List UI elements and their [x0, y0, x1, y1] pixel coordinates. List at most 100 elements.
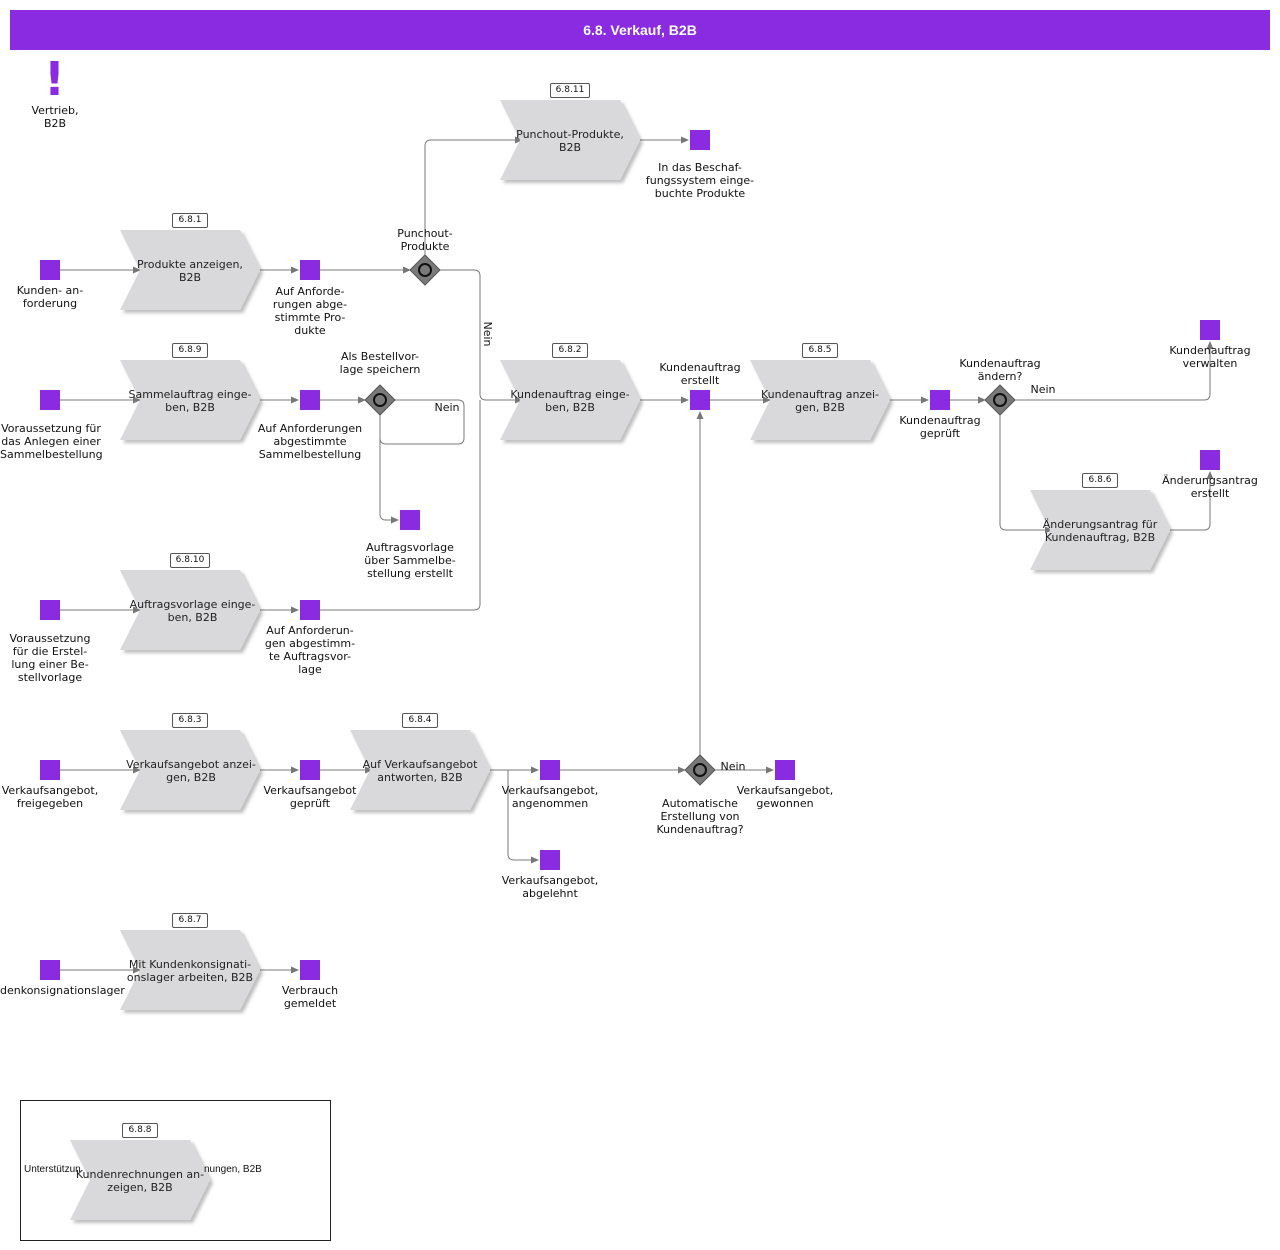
event-square[interactable]	[300, 260, 320, 280]
process-6-8-6-shape	[1030, 490, 1170, 570]
event-square[interactable]	[930, 390, 950, 410]
process-tag: 6.8.8	[122, 1123, 158, 1138]
process-6-8-2-shape	[500, 360, 640, 440]
event-label: Verkaufsangebot, angenommen	[501, 784, 599, 810]
event-label: denkonsignationslager	[0, 984, 125, 997]
event-label: Kundenauftrag erstellt	[659, 361, 741, 387]
process-label[interactable]: Sammelauftrag einge- ben, B2B	[128, 388, 252, 414]
gateway-label: Kundenauftrag ändern?	[959, 357, 1041, 383]
flow-label-nein: Nein	[434, 401, 460, 414]
process-tag: 6.8.6	[1082, 473, 1118, 488]
process-label[interactable]: Auf Verkaufsangebot antworten, B2B	[362, 758, 478, 784]
process-tag: 6.8.5	[802, 343, 838, 358]
event-label: Voraussetzung für die Erstel- lung einer…	[9, 632, 91, 684]
process-tag: 6.8.10	[170, 553, 210, 568]
event-square[interactable]	[1200, 450, 1220, 470]
flow-gw-aendern-to-aenderung	[999, 415, 1053, 534]
gateway-label: Punchout- Produkte	[397, 227, 453, 253]
process-label[interactable]: Auftragsvorlage einge- ben, B2B	[129, 598, 256, 624]
process-label[interactable]: Mit Kundenkonsignati- onslager arbeiten,…	[126, 958, 254, 984]
process-tag: 6.8.9	[172, 343, 208, 358]
process-6-8-11-shape	[500, 100, 640, 180]
event-square[interactable]	[775, 760, 795, 780]
process-6-8-3-shape	[120, 730, 260, 810]
event-square[interactable]	[40, 260, 60, 280]
event-label: Auf Anforderun- gen abgestimm- te Auftra…	[264, 624, 356, 676]
event-square[interactable]	[40, 600, 60, 620]
gateway-punchout-icon	[409, 254, 441, 286]
event-square[interactable]	[540, 850, 560, 870]
process-shapes	[70, 100, 1170, 1220]
gateway-label: Als Bestellvor- lage speichern	[339, 350, 421, 376]
gateway-aendern-icon	[984, 384, 1016, 416]
legend-left-text: Unterstützun	[24, 1164, 81, 1175]
process-label[interactable]: Kundenauftrag anzei- gen, B2B	[760, 388, 880, 414]
event-label: Änderungsantrag erstellt	[1162, 474, 1258, 500]
flow-label-nein: Nein	[720, 760, 746, 773]
event-square[interactable]	[540, 760, 560, 780]
gateways	[364, 254, 1016, 786]
legend-frame	[20, 1100, 331, 1241]
process-6-8-8-shape	[70, 1140, 210, 1220]
gateway-auto-icon	[684, 754, 716, 786]
event-label: Verkaufsangebot, freigegeben	[1, 784, 99, 810]
process-label[interactable]: Punchout-Produkte, B2B	[516, 128, 624, 154]
event-square[interactable]	[300, 390, 320, 410]
event-square[interactable]	[690, 390, 710, 410]
flow-label-nein: Nein	[1030, 383, 1056, 396]
event-square[interactable]	[40, 960, 60, 980]
event-label: Kundenauftrag verwalten	[1169, 344, 1251, 370]
process-6-8-10-shape	[120, 570, 260, 650]
event-label: Auftragsvorlage über Sammelbe- stellung …	[364, 541, 456, 580]
event-label: Auf Anforderungen abgestimmte Sammelbest…	[257, 422, 363, 461]
gateway-bestellvorlage-icon	[364, 384, 396, 416]
legend-right-text: nungen, B2B	[204, 1164, 262, 1175]
flow-gw-punchout-to-punchout	[424, 136, 523, 255]
process-tag: 6.8.1	[172, 213, 208, 228]
process-label[interactable]: Änderungsantrag für Kundenauftrag, B2B	[1042, 518, 1158, 544]
event-label: Kundenauftrag geprüft	[899, 414, 981, 440]
event-square[interactable]	[300, 600, 320, 620]
flow-anfvorlage-to-merge	[320, 400, 481, 611]
flow-aenderung-to-aenderl-erstellt	[1170, 471, 1214, 531]
flow-gw-bestell-to-vorlage	[379, 415, 399, 524]
role-label: Vertrieb, B2B	[31, 104, 79, 130]
event-label: In das Beschaf- fungssystem einge- bucht…	[645, 161, 755, 200]
process-label[interactable]: Verkaufsangebot anzei- gen, B2B	[126, 758, 256, 784]
exclamation-icon: !	[44, 52, 65, 106]
event-label: Voraussetzung für das Anlegen einer Samm…	[0, 422, 103, 461]
process-label[interactable]: Kundenauftrag einge- ben, B2B	[510, 388, 630, 414]
process-6-8-5-shape	[750, 360, 890, 440]
flow-gw-aendern-nein	[1015, 341, 1214, 401]
process-6-8-4-shape	[350, 730, 490, 810]
process-tag: 6.8.4	[402, 713, 438, 728]
gateway-label: Automatische Erstellung von Kundenauftra…	[656, 797, 744, 836]
flow-antworten-to-abgel	[507, 770, 539, 864]
flow-label-nein: Nein	[481, 321, 494, 347]
event-square[interactable]	[300, 760, 320, 780]
event-square[interactable]	[400, 510, 420, 530]
process-tag: 6.8.11	[550, 83, 590, 98]
event-label: Verkaufsangebot geprüft	[263, 784, 357, 810]
process-6-8-9-shape	[120, 360, 260, 440]
event-label: Verkaufsangebot, abgelehnt	[501, 874, 599, 900]
event-label: Kunden- an- forderung	[16, 284, 84, 310]
event-square[interactable]	[690, 130, 710, 150]
flow-gw-bestell-nein	[379, 399, 465, 445]
process-tag: 6.8.2	[552, 343, 588, 358]
event-square[interactable]	[300, 960, 320, 980]
process-tag: 6.8.7	[172, 913, 208, 928]
event-label: Verkaufsangebot, gewonnen	[736, 784, 834, 810]
process-label[interactable]: Produkte anzeigen, B2B	[137, 258, 243, 284]
page-title: 6.8. Verkauf, B2B	[10, 10, 1270, 50]
event-square[interactable]	[40, 390, 60, 410]
process-label[interactable]: Kundenrechnungen an- zeigen, B2B	[75, 1168, 205, 1194]
process-tag: 6.8.3	[172, 713, 208, 728]
connectors	[60, 136, 1214, 974]
flow-gw-punchout-nein	[440, 269, 523, 404]
process-6-8-1-shape	[120, 230, 260, 310]
event-square[interactable]	[1200, 320, 1220, 340]
event-square[interactable]	[40, 760, 60, 780]
event-label: Auf Anforde- rungen abge- stimmte Pro- d…	[272, 285, 348, 337]
